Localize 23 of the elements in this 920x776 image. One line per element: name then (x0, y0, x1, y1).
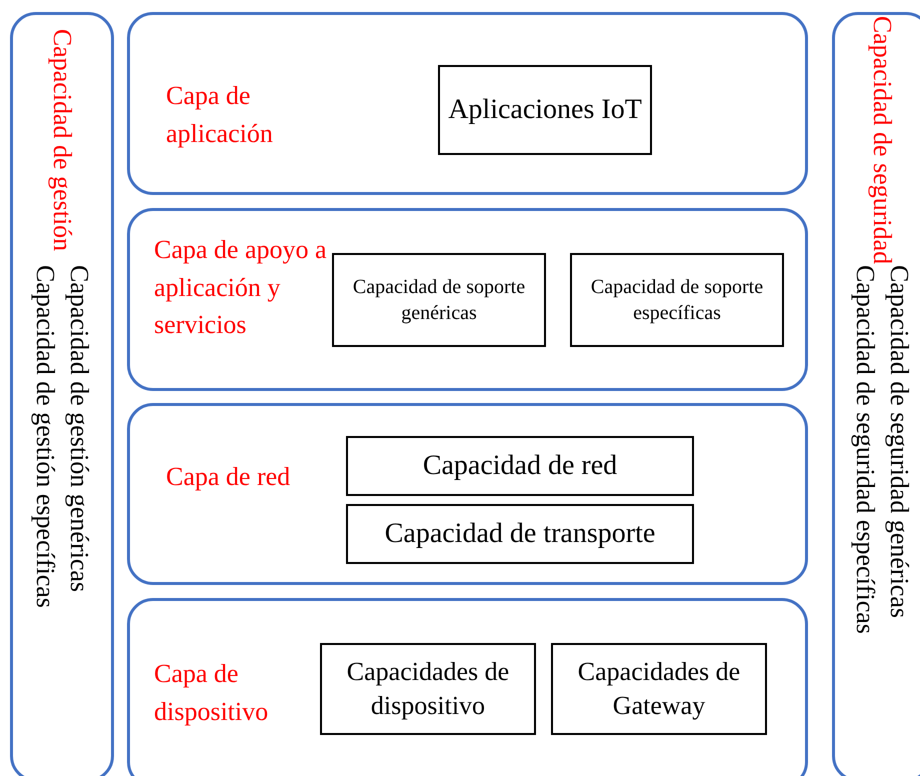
capability-box: Capacidad de soporte específicas (570, 253, 784, 347)
capability-box: Aplicaciones IoT (438, 65, 652, 155)
capability-box: Capacidad de red (346, 436, 694, 496)
layer-panel (127, 12, 808, 195)
layer-title: Capa de aplicación (166, 80, 274, 150)
layer-panel (127, 598, 808, 776)
panel-title: Capacidad de seguridad (867, 15, 898, 265)
layer-title: Capa de dispositivo (154, 658, 270, 728)
capability-text: Capacidad de seguridad genéricas (884, 265, 915, 620)
side-panel (832, 12, 920, 776)
layer-title: Capa de red (166, 461, 292, 493)
capability-box: Capacidad de transporte (346, 504, 694, 564)
layer-title: Capa de apoyo a aplicación y servicios (154, 234, 328, 342)
capability-box: Capacidad de soporte genéricas (332, 253, 546, 347)
side-panel (10, 12, 114, 776)
panel-title: Capacidad de gestión (47, 28, 78, 254)
layer-panel (127, 403, 808, 585)
capability-text: Capacidad de gestión específicas (30, 265, 61, 608)
capability-box: Capacidades de dispositivo (320, 643, 536, 735)
capability-text: Capacidad de seguridad específicas (850, 265, 881, 634)
capability-box: Capacidades de Gateway (551, 643, 767, 735)
layer-panel (127, 208, 808, 391)
capability-text: Capacidad de gestión genéricas (64, 265, 95, 594)
